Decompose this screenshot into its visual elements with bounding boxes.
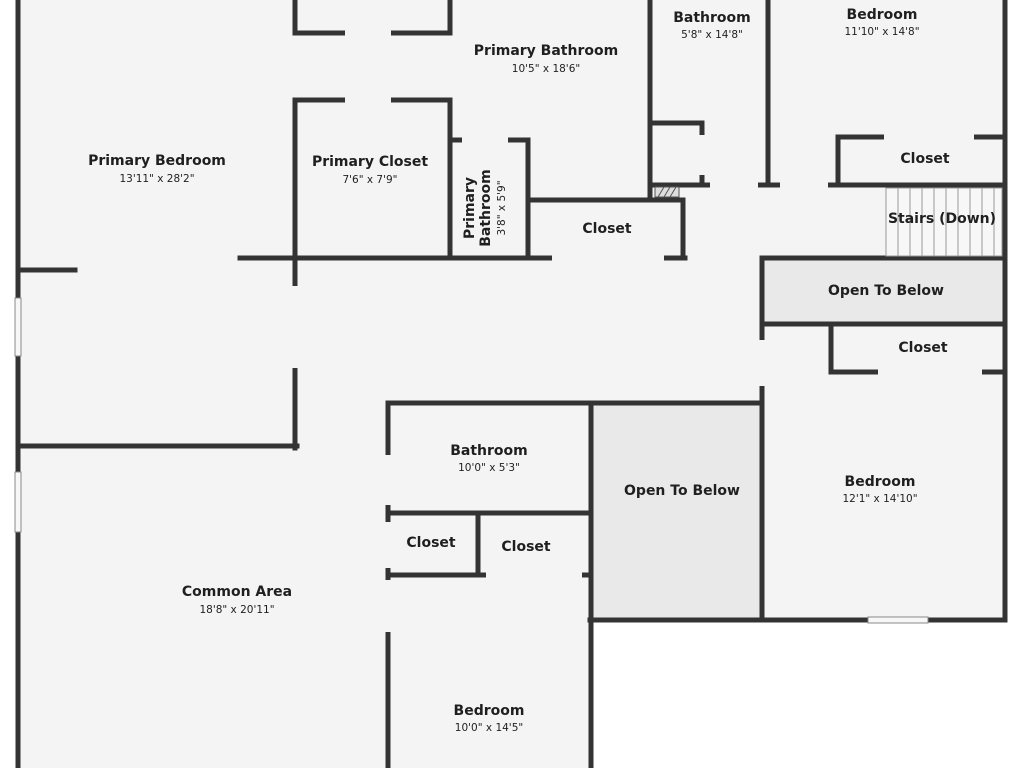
- dims-primary-bedroom: 13'11" x 28'2": [119, 173, 194, 185]
- window-bedroom-right: [867, 616, 929, 624]
- floor-lower-left: [18, 620, 592, 768]
- label-small-bath-line2: Bathroom: [478, 169, 494, 247]
- door-closet-right: [878, 369, 982, 375]
- label-open-below-right: Open To Below: [828, 283, 944, 299]
- windows: [14, 297, 929, 624]
- hatch-mark: [654, 186, 680, 198]
- label-closet-hall-right: Closet: [501, 539, 551, 555]
- label-closet-right: Closet: [898, 340, 948, 356]
- dims-bedroom-top-right: 11'10" x 14'8": [844, 26, 919, 38]
- label-bedroom-right: Bedroom: [845, 474, 916, 490]
- door-small-bath: [462, 137, 508, 143]
- walls: [15, 0, 1008, 768]
- window-left-1: [14, 297, 22, 357]
- door-hall-bath: [385, 455, 391, 505]
- door-nook: [699, 135, 705, 175]
- label-closet-hall-left: Closet: [406, 535, 456, 551]
- door-primary-bedroom: [292, 286, 298, 368]
- label-primary-bathroom: Primary Bathroom: [474, 43, 618, 59]
- dims-bathroom-top: 5'8" x 14'8": [681, 29, 743, 41]
- label-bedroom-top-right: Bedroom: [847, 7, 918, 23]
- door-primary-closet-top: [345, 97, 391, 103]
- dims-bathroom-hall: 10'0" x 5'3": [458, 462, 520, 474]
- label-bathroom-hall: Bathroom: [450, 443, 528, 459]
- label-group-small-bath: Primary Bathroom 3'8" x 5'9": [462, 169, 508, 247]
- door-bedroom-right: [759, 340, 765, 386]
- door-bedroom-top: [780, 182, 828, 188]
- door-bedroom-bottom: [385, 580, 391, 632]
- window-top-box: [345, 30, 391, 36]
- label-open-below-center: Open To Below: [624, 483, 740, 499]
- dims-common-area: 18'8" x 20'11": [199, 604, 274, 616]
- open-below-center-fill: [592, 405, 762, 619]
- label-bedroom-bottom: Bedroom: [454, 703, 525, 719]
- dims-bedroom-bottom: 10'0" x 14'5": [455, 722, 523, 734]
- dims-bedroom-right: 12'1" x 14'10": [842, 493, 917, 505]
- label-small-bath-line1: Primary: [462, 177, 478, 239]
- label-stairs: Stairs (Down): [888, 211, 996, 227]
- dims-primary-bathroom: 10'5" x 18'6": [512, 63, 580, 75]
- door-closet-top-right: [884, 134, 974, 140]
- label-closet-top-right: Closet: [900, 151, 950, 167]
- label-primary-closet: Primary Closet: [312, 154, 428, 170]
- openings: [292, 30, 982, 632]
- stairs-graphic: [885, 187, 1003, 257]
- window-left-2: [14, 471, 22, 533]
- door-hall-closet-left: [385, 522, 391, 568]
- label-common-area: Common Area: [182, 584, 292, 600]
- dims-primary-closet: 7'6" x 7'9": [342, 174, 397, 186]
- label-closet-center: Closet: [582, 221, 632, 237]
- label-bathroom-top: Bathroom: [673, 10, 751, 26]
- open-below-right-fill: [764, 260, 1004, 324]
- label-primary-bedroom: Primary Bedroom: [88, 153, 226, 169]
- room-labels: Primary Bedroom 13'11" x 28'2" Primary B…: [88, 7, 996, 734]
- door-closet-center: [552, 255, 664, 261]
- dims-small-bath: 3'8" x 5'9": [496, 180, 508, 235]
- floor-fills: [18, 0, 1006, 768]
- door-hall-closet-right: [486, 572, 582, 578]
- door-bath-top: [710, 182, 758, 188]
